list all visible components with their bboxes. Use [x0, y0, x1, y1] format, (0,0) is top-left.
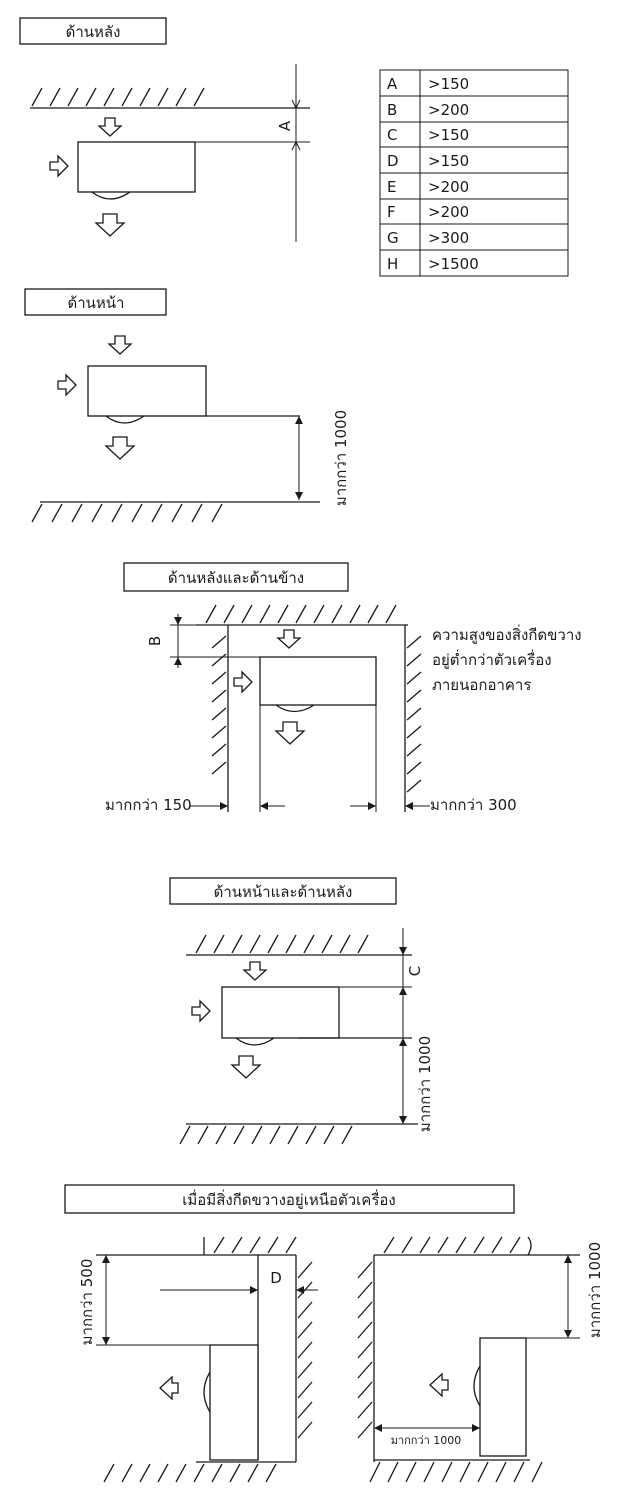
- section-rear: ด้านหลัง A: [19, 17, 310, 242]
- section-front-title-box: [24, 288, 167, 316]
- dim-label-1000-horizontal: มากกว่า 1000: [391, 1434, 462, 1447]
- section-front-rear-title-box: [169, 877, 397, 905]
- outdoor-unit: [209, 1344, 259, 1461]
- outdoor-unit: [479, 1337, 527, 1457]
- dim-label-1000: มากกว่า 1000: [332, 410, 350, 506]
- section-front-rear: ด้านหน้าและด้านหลัง C มากกว่า 1000: [169, 877, 434, 1145]
- airflow-in-arrow: [233, 670, 253, 694]
- indoor-unit: [221, 986, 340, 1039]
- airflow-out-arrow: [94, 213, 126, 237]
- section-above: เมื่อมีสิ่งกีดขวางอยู่เหนือตัวเครื่อง: [64, 1184, 604, 1483]
- dim-label-500: มากกว่า 500: [78, 1259, 96, 1346]
- table-value: >1500: [428, 255, 479, 273]
- section-above-title: เมื่อมีสิ่งกีดขวางอยู่เหนือตัวเครื่อง: [182, 1189, 395, 1209]
- table-key: H: [387, 255, 398, 273]
- dim-label-300: มากกว่า 300: [430, 796, 517, 814]
- floor-hatch: [369, 1461, 543, 1483]
- table-key: A: [387, 75, 398, 93]
- airflow-in-arrow: [191, 999, 211, 1023]
- table-value: >200: [428, 101, 469, 119]
- wall-hatch: [213, 1236, 297, 1254]
- clearance-table: A >150 B >200 C >150 D >150 E >200 F >20…: [379, 69, 569, 277]
- wall-hatch: [383, 1236, 521, 1254]
- dim-label-b: B: [146, 636, 164, 646]
- table-value: >150: [428, 75, 469, 93]
- wall-hatch: [211, 635, 227, 775]
- wall-hatch: [297, 1261, 313, 1439]
- section-front: ด้านหน้า มากกว่า 1000: [24, 288, 350, 523]
- table-key: D: [387, 152, 399, 170]
- table-key: E: [387, 178, 396, 196]
- airflow-in-arrow: [57, 373, 77, 397]
- diagram-left: มากกว่า 500 D: [78, 1236, 318, 1483]
- table-value: >150: [428, 126, 469, 144]
- wall-hatch: [406, 635, 422, 793]
- note-line-1: ความสูงของสิ่งกีดขวาง: [432, 624, 582, 644]
- table-value: >300: [428, 229, 469, 247]
- table-key: C: [387, 126, 397, 144]
- floor-hatch: [31, 501, 320, 523]
- dim-label-a: A: [276, 120, 294, 131]
- outdoor-unit: [259, 656, 377, 706]
- table-value: >200: [428, 203, 469, 221]
- table-key: G: [387, 229, 399, 247]
- airflow-down-arrow: [97, 117, 123, 137]
- wall-hatch: [196, 604, 408, 626]
- floor-hatch: [103, 1463, 277, 1483]
- section-above-title-box: [64, 1184, 515, 1214]
- diagram-right: มากกว่า 1000 มากกว่า 1000: [357, 1236, 604, 1483]
- table-value: >150: [428, 152, 469, 170]
- airflow-in-arrow: [49, 154, 69, 178]
- section-rear-title: ด้านหลัง: [66, 23, 121, 41]
- note-line-3: ภายนอกอาคาร: [432, 676, 531, 694]
- airflow-out-arrow: [274, 721, 306, 745]
- table-key: F: [387, 203, 396, 221]
- dim-label-c: C: [406, 966, 424, 976]
- dim-label-150: มากกว่า 150: [105, 796, 192, 814]
- airflow-down-arrow: [242, 961, 268, 981]
- wall-hatch: [30, 87, 310, 109]
- section-rear-side-title-box: [123, 562, 349, 592]
- indoor-unit: [87, 365, 207, 417]
- note-line-2: อยู่ต่ำกว่าตัวเครื่อง: [432, 649, 552, 669]
- table-key: B: [387, 101, 397, 119]
- dim-label-1000: มากกว่า 1000: [586, 1242, 604, 1338]
- section-front-title: ด้านหน้า: [68, 294, 125, 312]
- table-value: >200: [428, 178, 469, 196]
- wall-hatch: [357, 1261, 373, 1439]
- floor-hatch: [179, 1123, 418, 1145]
- airflow-out-arrow: [159, 1375, 179, 1401]
- section-front-rear-title: ด้านหน้าและด้านหลัง: [214, 883, 353, 901]
- dim-label-d: D: [270, 1269, 282, 1287]
- wall-hatch: [186, 934, 412, 956]
- dim-label-1000: มากกว่า 1000: [416, 1036, 434, 1132]
- airflow-out-arrow: [104, 436, 136, 460]
- indoor-unit: [77, 141, 196, 193]
- section-rear-side-title: ด้านหลังและด้านข้าง: [168, 569, 304, 587]
- airflow-out-arrow: [230, 1055, 262, 1079]
- airflow-down-arrow: [107, 335, 133, 355]
- airflow-down-arrow: [276, 629, 302, 649]
- section-rear-title-box: [19, 17, 167, 45]
- airflow-out-arrow: [429, 1372, 449, 1398]
- section-rear-side: ด้านหลังและด้านข้าง: [105, 562, 582, 814]
